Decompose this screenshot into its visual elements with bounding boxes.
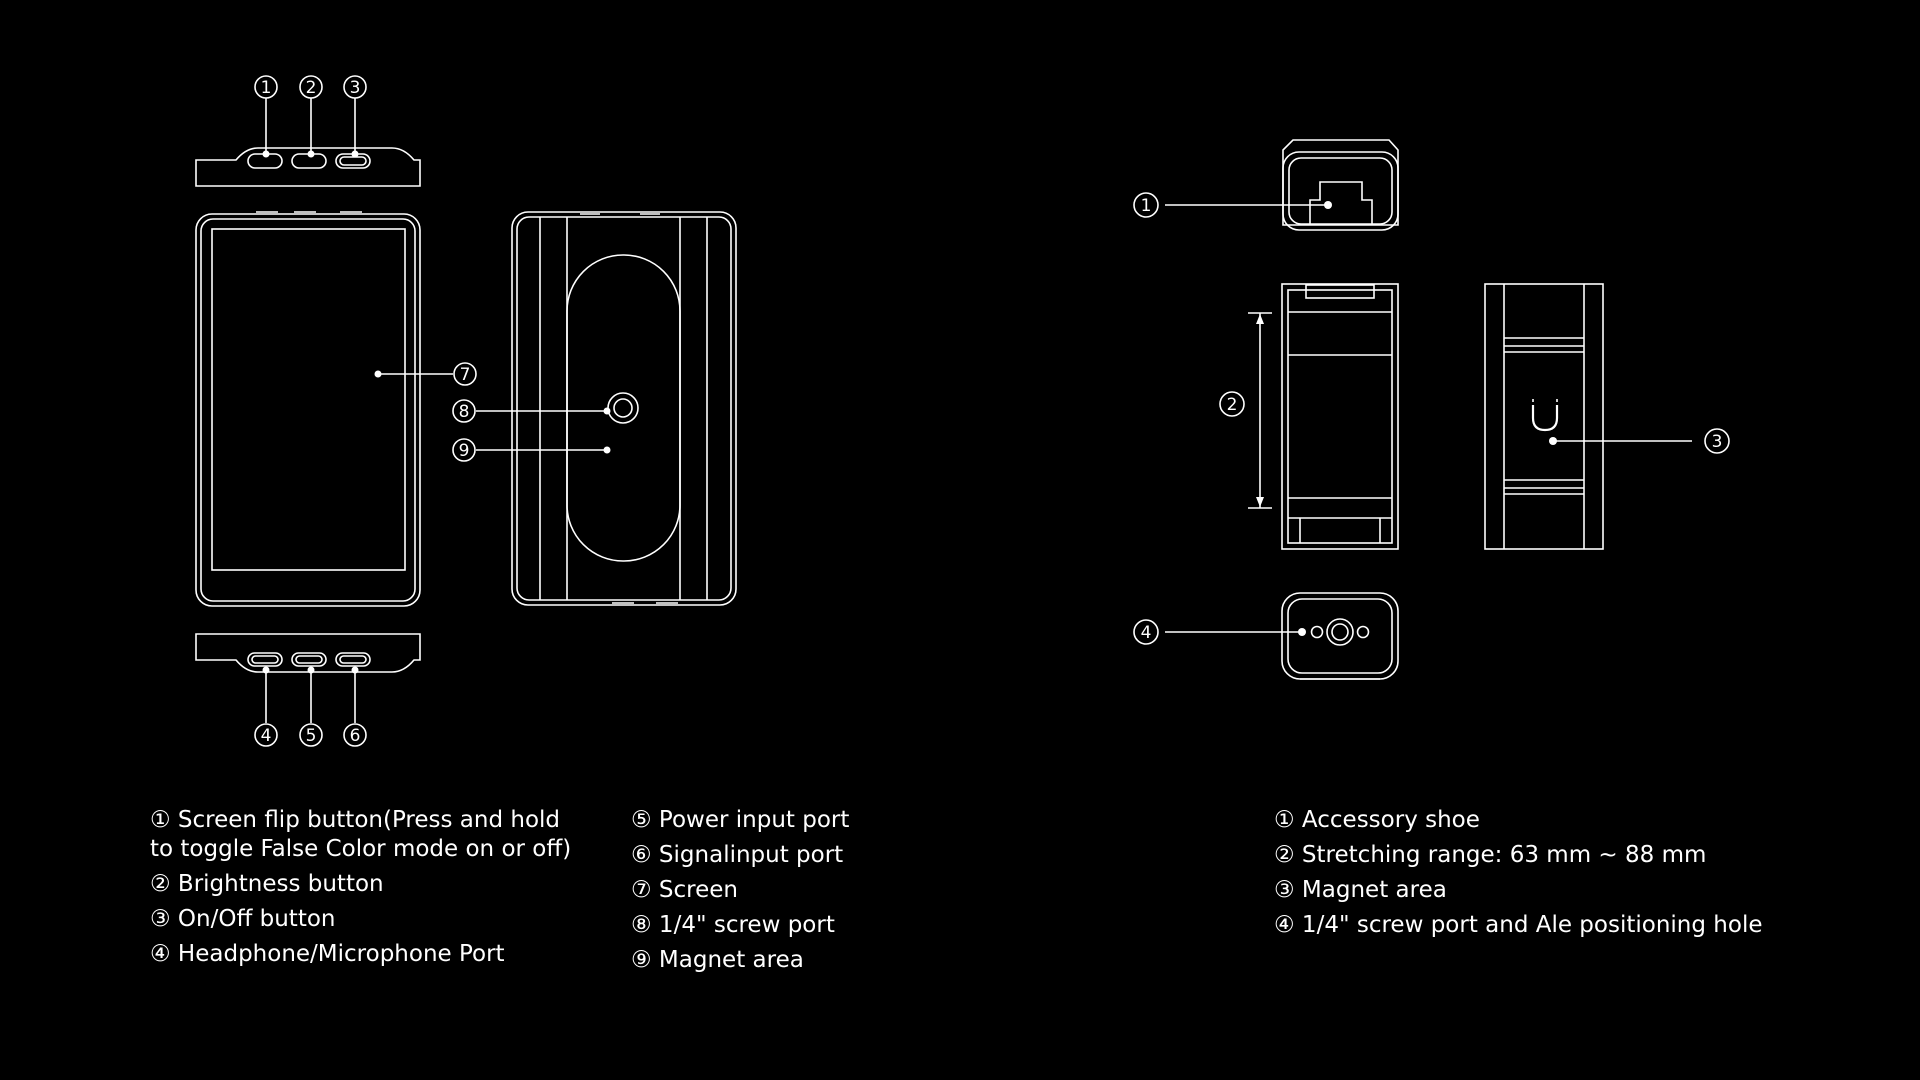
svg-text:2: 2 [306, 78, 317, 98]
legend-item: ② Stretching range: 63 mm ~ 88 mm [1274, 842, 1707, 868]
legend-item: ⑥ Signalinput port [631, 842, 844, 868]
svg-text:4: 4 [261, 726, 272, 746]
callout-4-monitor: 4 [254, 723, 278, 747]
legend-item: ⑨ Magnet area [631, 947, 804, 973]
legend-item: ③ Magnet area [1274, 877, 1447, 903]
stretch-range-dimension [1248, 312, 1272, 509]
svg-text:3: 3 [1712, 432, 1723, 452]
svg-text:2: 2 [1227, 395, 1238, 415]
legend-item: ① Screen flip button(Press and hold to t… [150, 807, 572, 862]
callout-9-magnet-area: 9 [452, 438, 476, 462]
magnet-icon [1531, 399, 1559, 432]
legend-monitor-col1: ① Screen flip button(Press and hold to t… [150, 806, 590, 975]
magnet-leader [1549, 437, 1692, 445]
monitor-back-view [476, 211, 737, 606]
mount-front-view [1281, 283, 1399, 550]
callout-3-mount: 3 [1704, 428, 1730, 454]
legend-item: ④ 1/4" screw port and Ale positioning ho… [1274, 912, 1763, 938]
legend-item: ③ On/Off button [150, 906, 336, 932]
callout-1-mount: 1 [1133, 192, 1159, 218]
svg-text:8: 8 [459, 402, 470, 422]
monitor-top-view [195, 98, 421, 187]
legend-mount: ① Accessory shoe ② Stretching range: 63 … [1274, 806, 1874, 946]
legend-item: ⑦ Screen [631, 877, 739, 903]
monitor-bottom-view [195, 633, 421, 723]
mount-bottom-view [1165, 592, 1399, 680]
legend-item: ⑤ Power input port [631, 807, 850, 833]
callout-7-screen: 7 [453, 362, 477, 386]
svg-text:3: 3 [350, 78, 361, 98]
svg-text:1: 1 [1141, 196, 1152, 216]
svg-text:1: 1 [261, 78, 272, 98]
mount-top-view [1165, 139, 1399, 231]
callout-2-mount: 2 [1219, 391, 1245, 417]
svg-text:7: 7 [460, 365, 471, 385]
svg-text:5: 5 [306, 726, 317, 746]
mount-side-view [1484, 283, 1604, 550]
legend-monitor-col2: ⑤ Power input port ⑥ Signalinput port ⑦ … [631, 806, 1011, 981]
svg-text:6: 6 [350, 726, 361, 746]
callout-2-monitor: 2 [299, 75, 323, 99]
callout-8-screw-port: 8 [452, 399, 476, 423]
callout-4-mount: 4 [1133, 619, 1159, 645]
svg-text:4: 4 [1141, 623, 1152, 643]
legend-item: ① Accessory shoe [1274, 807, 1480, 833]
callout-6-monitor: 6 [343, 723, 367, 747]
callout-5-monitor: 5 [299, 723, 323, 747]
legend-item: ② Brightness button [150, 871, 384, 897]
legend-item: ⑧ 1/4" screw port [631, 912, 835, 938]
callout-1-monitor: 1 [254, 75, 278, 99]
monitor-front-view [195, 211, 453, 607]
svg-text:9: 9 [459, 441, 470, 461]
callout-3-monitor: 3 [343, 75, 367, 99]
legend-item: ④ Headphone/Microphone Port [150, 941, 505, 967]
